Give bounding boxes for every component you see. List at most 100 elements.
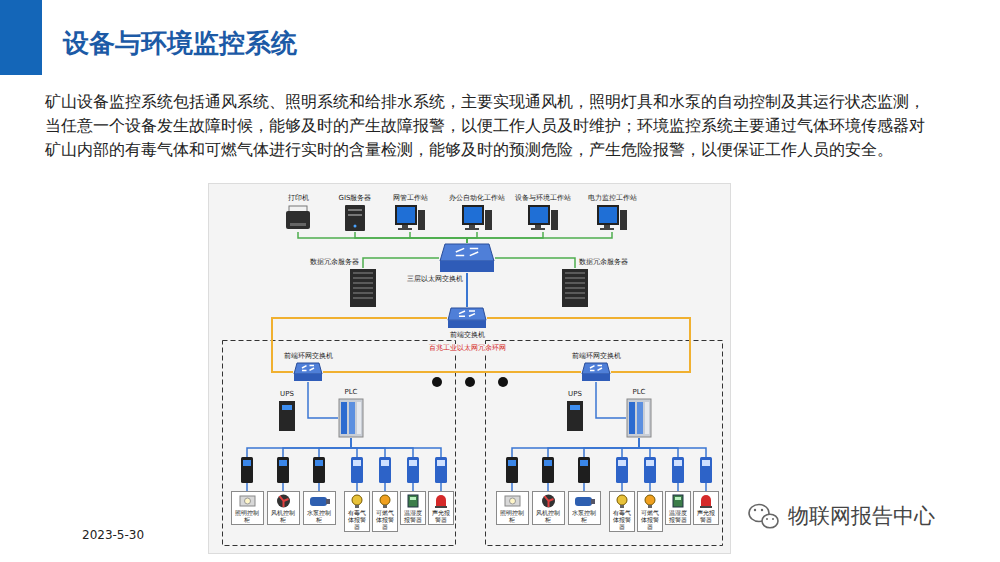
network-link — [283, 438, 351, 491]
toxic-icon — [346, 493, 368, 509]
device-label: PLC — [344, 388, 357, 396]
control-unit-screen — [437, 460, 445, 466]
ring-switch: 前端环网交换机 — [581, 362, 611, 382]
control-unit — [700, 457, 712, 483]
network-link — [584, 438, 639, 491]
control-unit-screen — [580, 460, 588, 466]
device-label: PLC — [632, 388, 645, 396]
ellipsis-dot — [432, 377, 442, 387]
control-unit — [241, 457, 253, 483]
lamp-icon — [233, 493, 262, 509]
control-unit-screen — [409, 460, 417, 466]
ups-icon — [566, 400, 584, 432]
terminal-device: 电力监控工作站 — [596, 204, 628, 232]
switchSmall-icon — [293, 362, 323, 382]
redundancy-server: 数据冗余服务器 — [560, 268, 590, 308]
core-switch: 三层以太网交换机 — [439, 243, 495, 273]
device-label: 前端环网交换机 — [284, 352, 333, 360]
temp-icon — [667, 493, 689, 509]
ups-unit: UPS — [278, 400, 296, 432]
field-device-box: 声光报警器 — [693, 491, 719, 525]
field-device-box: 水泵控制柜 — [568, 491, 601, 525]
control-unit-screen — [381, 460, 389, 466]
toxic-icon — [611, 493, 633, 509]
control-unit-screen — [544, 460, 552, 466]
field-device-box: 可燃气体报警器 — [372, 491, 398, 532]
ellipsis-dot — [465, 377, 475, 387]
network-link — [410, 232, 467, 243]
device-label: 水泵控制柜 — [570, 509, 599, 523]
terminal-device: 办公自动化工作站 — [461, 204, 493, 232]
control-unit-screen — [618, 460, 626, 466]
title-bar — [0, 0, 42, 75]
control-unit — [542, 457, 554, 483]
plc-unit: PLC — [626, 398, 652, 438]
field-device-box: 风机控制柜 — [267, 491, 300, 525]
fan-icon — [269, 493, 298, 509]
pc-icon — [461, 204, 493, 232]
field-device-box: 有毒气体报警器 — [344, 491, 370, 532]
field-device-box: 风机控制柜 — [532, 491, 565, 525]
control-unit — [578, 457, 590, 483]
device-label: 声光报警器 — [695, 509, 717, 523]
device-label: 三层以太网交换机 — [407, 275, 463, 283]
wechat-icon — [749, 505, 778, 528]
control-unit-screen — [315, 460, 323, 466]
printer-icon — [285, 204, 311, 232]
device-label: UPS — [568, 390, 582, 398]
device-label: 风机控制柜 — [534, 509, 563, 523]
redundancy-server: 数据冗余服务器 — [348, 268, 378, 308]
control-unit — [277, 457, 289, 483]
control-unit — [351, 457, 363, 483]
device-label: 有毒气体报警器 — [346, 509, 368, 530]
device-label: 声光报警器 — [430, 509, 452, 523]
server-icon — [560, 268, 590, 308]
control-unit-screen — [702, 460, 710, 466]
control-unit-screen — [508, 460, 516, 466]
network-link — [298, 232, 467, 243]
pc-icon — [394, 204, 426, 232]
network-link — [466, 273, 468, 307]
siren-icon — [695, 493, 717, 509]
device-label: 有毒气体报警器 — [611, 509, 633, 530]
control-unit-screen — [646, 460, 654, 466]
network-link — [495, 258, 575, 268]
device-label: 电力监控工作站 — [588, 194, 637, 202]
control-unit — [435, 457, 447, 483]
device-label: 温湿度报警器 — [667, 509, 689, 523]
lamp-icon — [498, 493, 527, 509]
front-switch: 前端交换机 — [447, 307, 487, 329]
pc-icon — [596, 204, 628, 232]
date-label: 2023-5-30 — [82, 528, 144, 542]
device-label: 前端交换机 — [450, 331, 485, 339]
device-label: 数据冗余服务器 — [579, 258, 628, 266]
network-link — [308, 382, 338, 418]
network-link — [639, 438, 706, 491]
switchBig-icon — [439, 243, 495, 273]
device-label: 可燃气体报警器 — [639, 509, 661, 530]
siren-icon — [430, 493, 452, 509]
device-label: 风机控制柜 — [269, 509, 298, 523]
device-label: 水泵控制柜 — [305, 509, 334, 523]
network-link — [351, 438, 413, 491]
network-link — [467, 232, 612, 243]
gas-icon — [374, 493, 396, 509]
field-device-box: 照明控制柜 — [231, 491, 264, 525]
device-label: 办公自动化工作站 — [449, 194, 505, 202]
ellipsis-dot — [498, 377, 508, 387]
ring-switch: 前端环网交换机 — [293, 362, 323, 382]
device-label: 数据冗余服务器 — [310, 258, 359, 266]
server-icon — [348, 268, 378, 308]
device-label: GIS服务器 — [339, 194, 372, 202]
slide-title: 设备与环境监控系统 — [63, 27, 297, 59]
control-unit — [407, 457, 419, 483]
watermark: 物联网报告中心 — [788, 503, 935, 529]
ring-network-label: 百兆工业以太网冗余环网 — [427, 344, 508, 353]
tower-icon — [342, 204, 368, 232]
field-device-box: 温湿度报警器 — [400, 491, 426, 525]
plc-unit: PLC — [338, 398, 364, 438]
terminal-device: GIS服务器 — [342, 204, 368, 232]
device-label: 温湿度报警器 — [402, 509, 424, 523]
body-paragraph: 矿山设备监控系统包括通风系统、照明系统和给排水系统，主要实现通风机，照明灯具和水… — [45, 90, 930, 162]
